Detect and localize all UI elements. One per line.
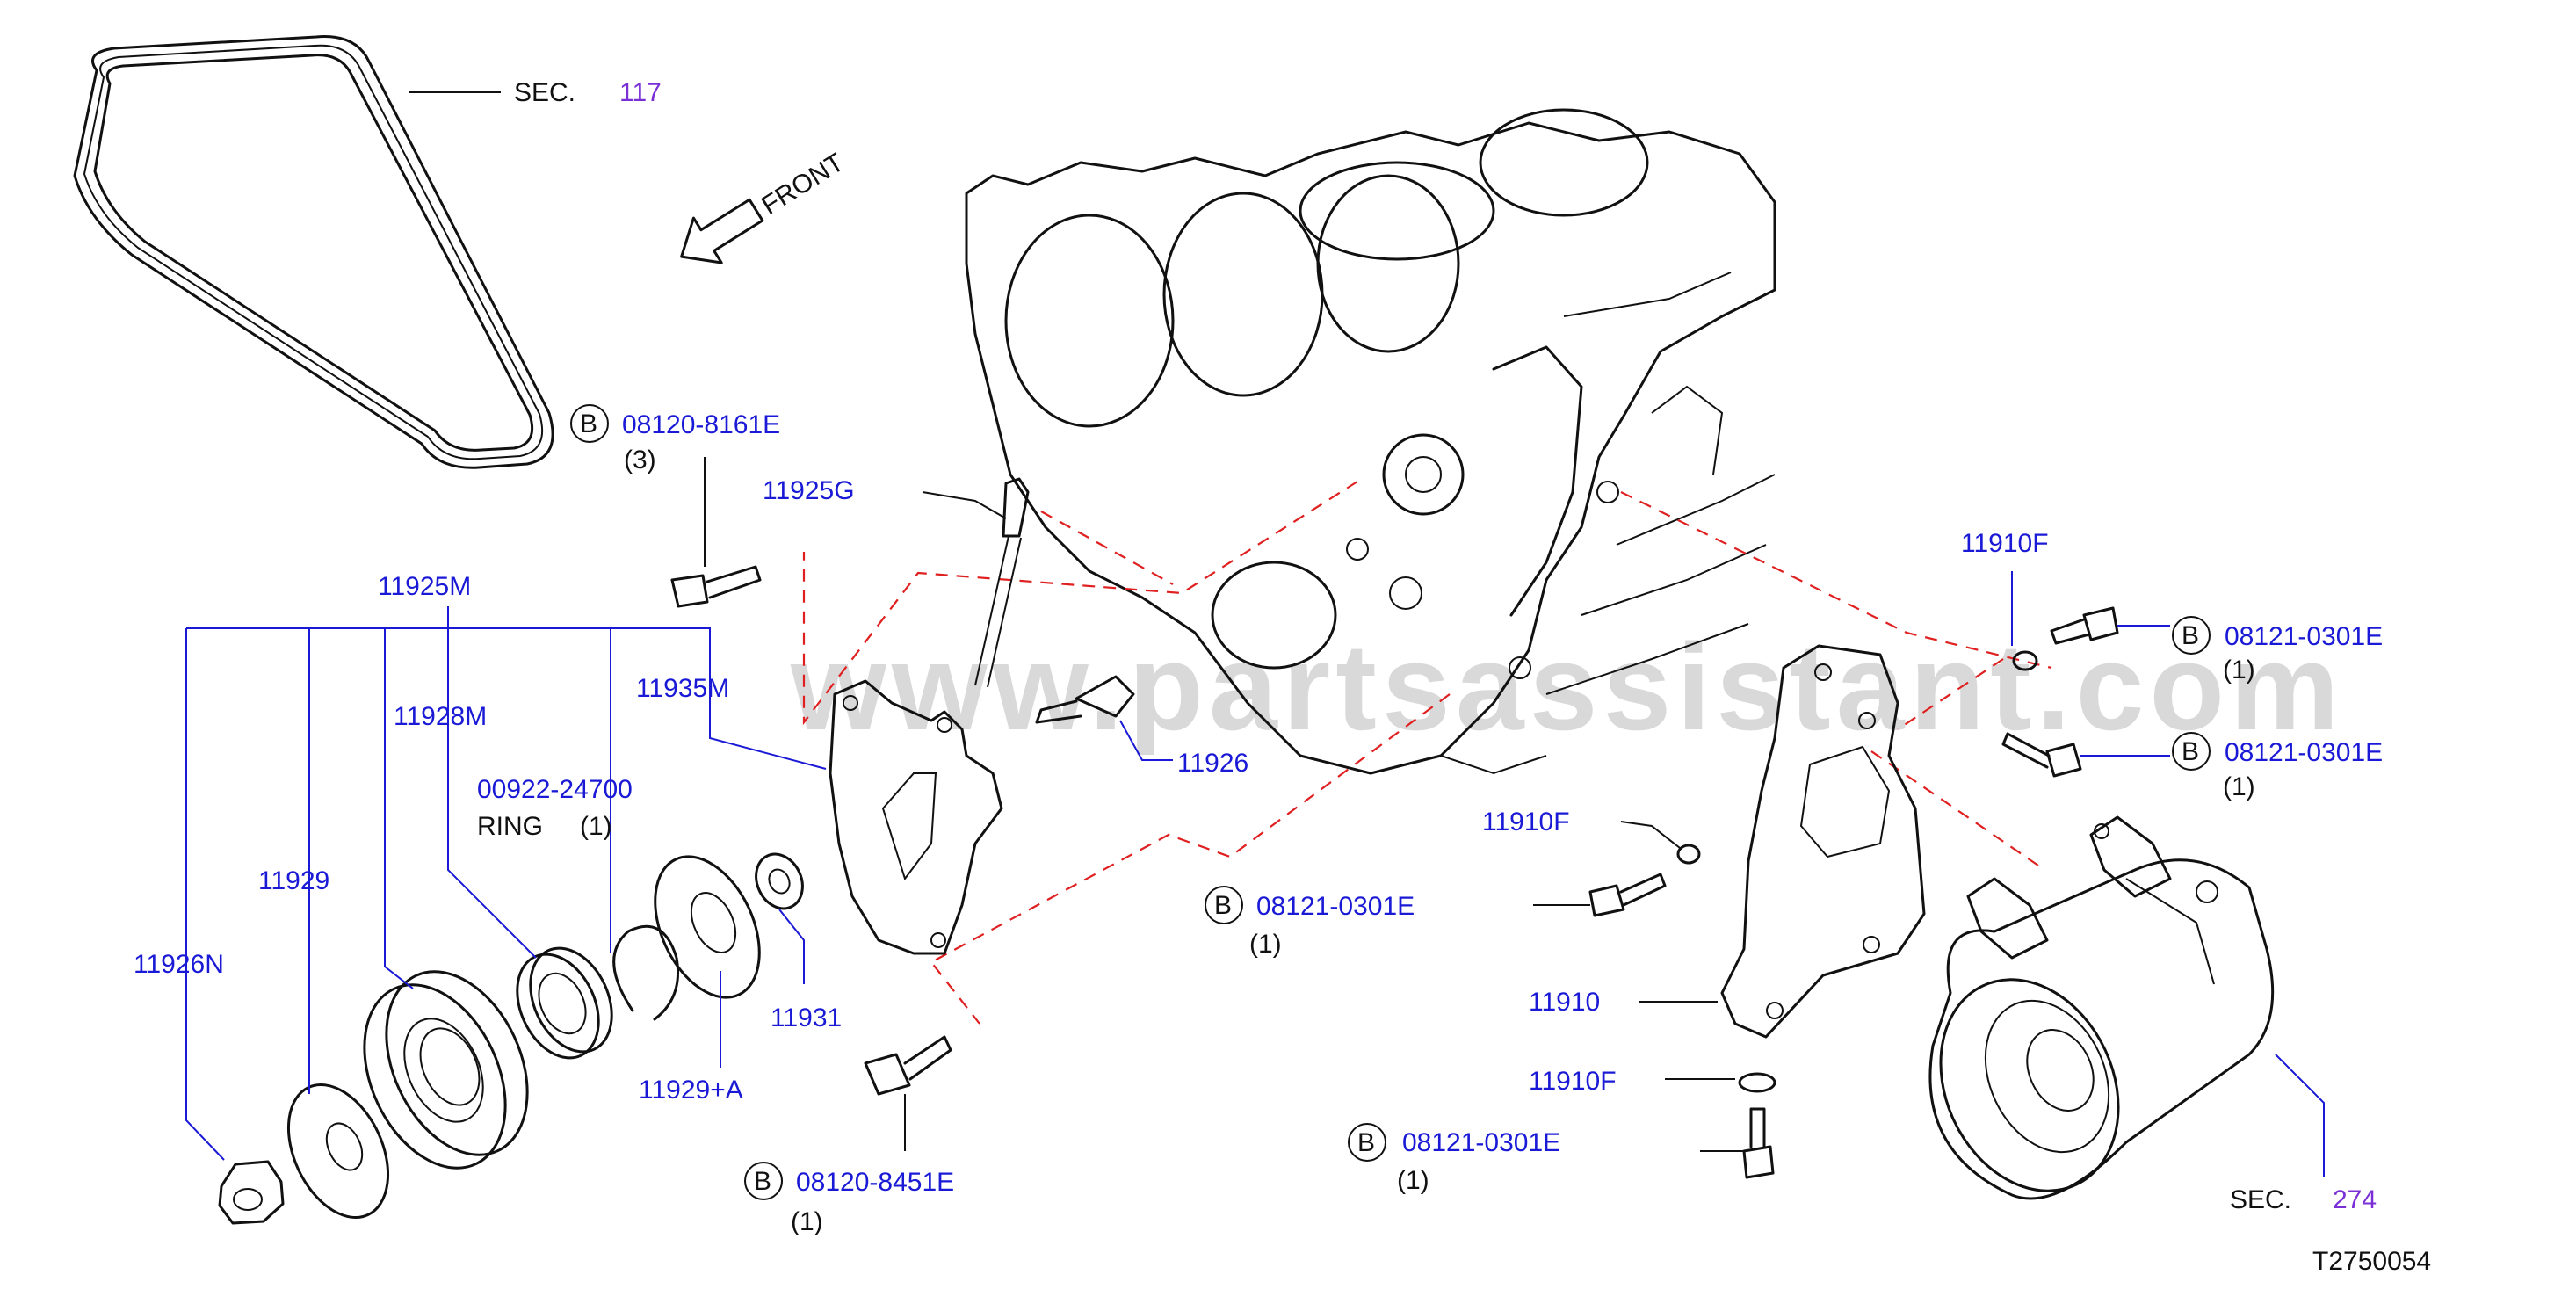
part-11925m[interactable]: 11925M	[378, 572, 471, 601]
drive-belt	[73, 35, 554, 469]
part-00922-24700[interactable]: 00922-24700	[477, 775, 633, 804]
part-08121-r1[interactable]: 08121-0301E	[2225, 622, 2383, 651]
centerline-4	[1620, 491, 2052, 670]
centerline-1	[802, 481, 1358, 726]
sec-117-prefix: SEC.	[514, 78, 575, 107]
bolt-mid	[1588, 873, 1667, 917]
b-marker-bot: B	[1348, 1123, 1386, 1162]
part-11925g[interactable]: 11925G	[763, 476, 855, 505]
compressor-bracket	[1720, 644, 1926, 1039]
washer-11910f-top	[2012, 650, 2038, 671]
engine-block	[965, 108, 1776, 775]
leader-11925m-bar	[186, 627, 711, 694]
pulley-11926n	[363, 970, 529, 1170]
part-11929[interactable]: 11929	[258, 866, 329, 895]
part-11910f-low[interactable]: 11910F	[1529, 1067, 1617, 1096]
part-11928m[interactable]: 11928M	[394, 702, 487, 731]
watermark: www.partsassistant.com	[790, 618, 2344, 756]
svg-text:B: B	[754, 1167, 771, 1196]
leader-11926	[1119, 720, 1173, 761]
leader-11935m	[709, 694, 827, 770]
b-marker-mid: B	[1205, 886, 1243, 924]
part-11910f-mid[interactable]: 11910F	[1482, 808, 1570, 837]
figure-id: T2750054	[2312, 1247, 2431, 1276]
leader-11910f-mid	[1620, 821, 1681, 849]
part-08120-8451e[interactable]: 08120-8451E	[796, 1168, 954, 1197]
svg-text:B: B	[2182, 737, 2199, 766]
bolt-8451e	[864, 1035, 952, 1096]
front-arrow-icon	[680, 198, 764, 264]
part-11910[interactable]: 11910	[1529, 988, 1600, 1017]
sec-274-prefix: SEC.	[2230, 1185, 2291, 1214]
svg-text:B: B	[1357, 1128, 1375, 1157]
leader-sec-274	[2275, 1054, 2325, 1177]
part-11926[interactable]: 11926	[1177, 749, 1248, 778]
b-marker-8161e: B	[570, 404, 609, 443]
qty-r2: (1)	[2223, 772, 2255, 801]
plate-11929a	[654, 855, 761, 999]
ring-label: RING	[477, 812, 543, 841]
ac-compressor	[1928, 815, 2275, 1200]
part-08121-r2[interactable]: 08121-0301E	[2225, 738, 2383, 767]
washer-11910f-low	[1738, 1072, 1776, 1093]
sec-117-link[interactable]: 117	[619, 78, 662, 107]
idler-bracket	[829, 679, 1003, 955]
part-08120-8161e[interactable]: 08120-8161E	[622, 410, 780, 439]
front-label: FRONT	[756, 148, 849, 221]
leader-11928m	[447, 628, 537, 959]
snap-ring-00922	[612, 924, 680, 1021]
b-marker-r2: B	[2172, 732, 2211, 771]
centerline-3	[930, 693, 1451, 1025]
part-11931[interactable]: 11931	[771, 1003, 842, 1032]
cap-nut-11926n	[218, 1160, 285, 1225]
qty-8451e: (1)	[791, 1207, 823, 1236]
part-11929a[interactable]: 11929+A	[639, 1076, 743, 1105]
ring-qty: (1)	[580, 812, 612, 841]
bolt-11926	[1035, 675, 1135, 724]
leader-11925g	[922, 491, 1007, 519]
washer-11910f-mid	[1676, 844, 1701, 865]
qty-mid: (1)	[1249, 930, 1282, 959]
qty-r1: (1)	[2223, 656, 2255, 685]
bolt-8161e	[670, 565, 762, 608]
leader-11926n	[185, 628, 225, 1161]
bolt-bot	[1742, 1107, 1775, 1179]
b-marker-r1: B	[2172, 616, 2211, 655]
part-11910f-top[interactable]: 11910F	[1961, 529, 2049, 558]
svg-text:B: B	[580, 409, 597, 438]
part-08121-bot[interactable]: 08121-0301E	[1402, 1128, 1560, 1157]
qty-8161e: (3)	[624, 446, 656, 475]
centerline-2	[1040, 511, 1174, 585]
leader-pulley	[384, 628, 414, 989]
stud-11925g	[974, 477, 1030, 688]
part-11926n[interactable]: 11926N	[134, 950, 224, 979]
washer-11929	[286, 1083, 390, 1220]
qty-bot: (1)	[1397, 1166, 1429, 1195]
sec-274-link[interactable]: 274	[2333, 1185, 2377, 1214]
bolt-r1	[2050, 606, 2119, 645]
b-marker-8451e: B	[744, 1162, 783, 1200]
svg-text:B: B	[2182, 621, 2199, 650]
bolt-r2	[2001, 732, 2082, 778]
centerline-6	[1897, 658, 2004, 730]
spacer-11931	[755, 852, 804, 910]
svg-text:B: B	[1214, 891, 1232, 920]
leader-11931	[778, 909, 805, 984]
part-08121-mid[interactable]: 08121-0301E	[1256, 892, 1415, 921]
part-11935m[interactable]: 11935M	[636, 674, 729, 703]
